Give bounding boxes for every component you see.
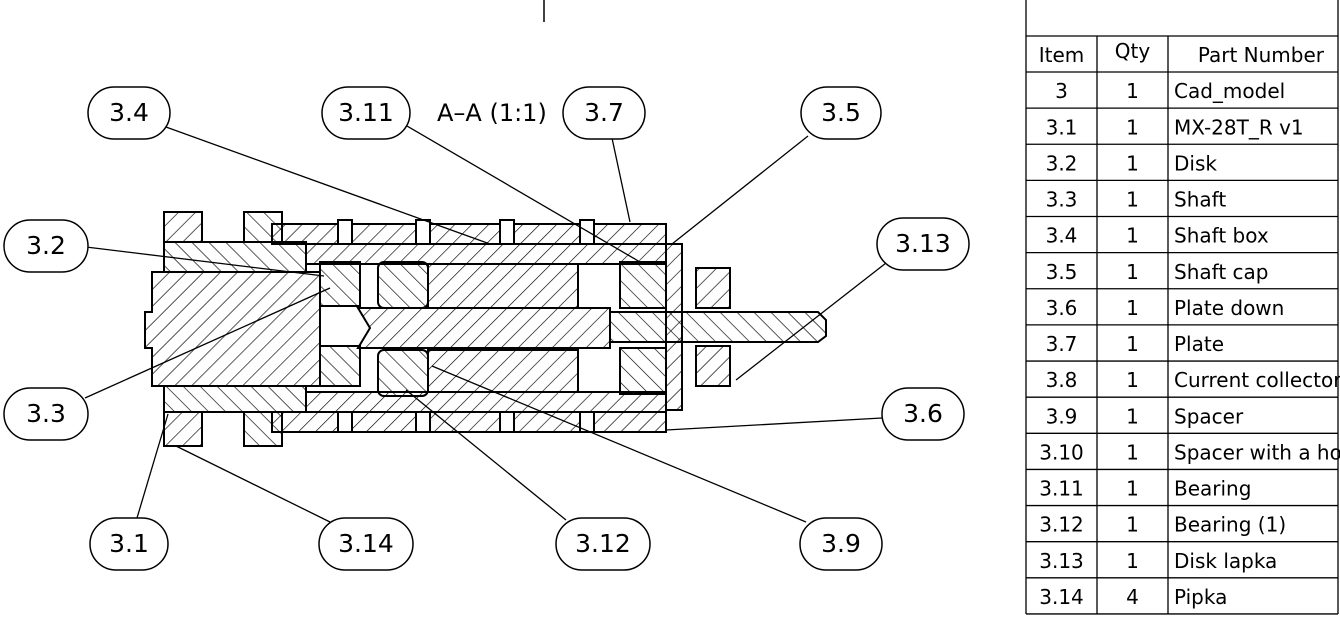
screw-slot [415, 411, 431, 433]
bom-cell-item: 3.3 [1046, 188, 1078, 212]
view-title: A–A (1:1) [437, 99, 547, 127]
bom-cell-qty: 1 [1126, 513, 1139, 537]
bearing-311-bottom [619, 347, 667, 395]
shaft [356, 307, 611, 349]
bom-cell-qty: 1 [1126, 296, 1139, 320]
bom-cell-item: 3.7 [1046, 332, 1078, 356]
balloon-3-11: 3.11 [338, 98, 394, 127]
bom-cell-item: 3.2 [1046, 151, 1078, 175]
bom-cell-item: 3.4 [1046, 224, 1078, 248]
bom-cell-item: 3.1 [1046, 115, 1078, 139]
screw-slot [579, 411, 595, 433]
balloon-3-2: 3.2 [26, 231, 66, 260]
balloon-3-4: 3.4 [109, 98, 149, 127]
balloon-3-1: 3.1 [109, 529, 149, 558]
bom-cell-item: 3 [1055, 79, 1068, 103]
shaft-box-bottom [305, 391, 667, 413]
disk-lapka-top [695, 267, 731, 309]
leader-lines [84, 125, 887, 523]
bom-cell-qty: 1 [1126, 332, 1139, 356]
bom-cell-qty: 1 [1126, 368, 1139, 392]
bom-cell-part-number: Spacer [1174, 404, 1244, 428]
bom-cell-qty: 1 [1126, 115, 1139, 139]
balloon-3-6: 3.6 [903, 399, 943, 428]
screw-slot [337, 219, 353, 245]
shaft-cap [665, 243, 683, 411]
section-view [144, 211, 827, 447]
bom-cell-part-number: Shaft box [1174, 224, 1269, 248]
bom-cell-part-number: Plate [1174, 332, 1224, 356]
motor-flange-top [163, 241, 307, 273]
shaft-extension [609, 311, 827, 343]
bom-cell-qty: 1 [1126, 440, 1139, 464]
balloon-3-5: 3.5 [821, 98, 861, 127]
bom-header-item: Item [1039, 43, 1085, 67]
bom-cell-part-number: Cad_model [1174, 79, 1285, 103]
bom-cell-item: 3.6 [1046, 296, 1078, 320]
bom-cell-part-number: Pipka [1174, 585, 1227, 609]
bom-cell-qty: 1 [1126, 477, 1139, 501]
bearing-bottom [377, 349, 429, 397]
bom-cell-part-number: Current collector [1174, 368, 1340, 392]
balloon-3-14: 3.14 [338, 529, 394, 558]
balloon-3-9: 3.9 [821, 529, 861, 558]
plate-bottom [271, 411, 667, 433]
bottom-clamp-left [163, 411, 203, 447]
bom-cell-qty: 1 [1126, 188, 1139, 212]
bom-cell-item: 3.5 [1046, 260, 1078, 284]
screw-slot [415, 219, 431, 245]
bom-cell-item: 3.12 [1039, 513, 1084, 537]
bom-cell-part-number: Disk lapka [1174, 549, 1277, 573]
bom-cell-item: 3.14 [1039, 585, 1084, 609]
motor-flange-bottom [163, 385, 307, 413]
bom-cell-item: 3.9 [1046, 404, 1078, 428]
balloons: 3.4 3.11 3.7 3.5 3.2 3.13 3.3 3.6 3.1 3.… [3, 86, 970, 571]
bom-header-qty: Qty [1115, 39, 1151, 63]
balloon-3-12: 3.12 [575, 529, 631, 558]
bom-cell-part-number: Bearing (1) [1174, 513, 1286, 537]
screw-slot [579, 219, 595, 245]
bom-cell-qty: 1 [1126, 151, 1139, 175]
screw-slot [499, 219, 515, 245]
bom-cell-item: 3.8 [1046, 368, 1078, 392]
plate-top [271, 223, 667, 245]
bearing-311-top [619, 261, 667, 309]
balloon-3-7: 3.7 [584, 98, 624, 127]
disk-bottom [319, 345, 361, 387]
bom-cell-item: 3.13 [1039, 549, 1084, 573]
bom-cell-qty: 1 [1126, 404, 1139, 428]
bom-cell-part-number: Plate down [1174, 296, 1284, 320]
bom-cell-item: 3.10 [1039, 440, 1084, 464]
bom-cell-item: 3.11 [1039, 477, 1084, 501]
bom-cell-part-number: Bearing [1174, 477, 1251, 501]
bom-cell-qty: 1 [1126, 549, 1139, 573]
screw-slot [499, 411, 515, 433]
disk-top [319, 261, 361, 307]
balloon-3-3: 3.3 [26, 399, 66, 428]
bom-cell-part-number: Shaft cap [1174, 260, 1268, 284]
bom-cell-part-number: Disk [1174, 151, 1217, 175]
disk-lapka-bottom [695, 345, 731, 387]
spacer-top [427, 263, 579, 309]
top-clamp-left [163, 211, 203, 243]
bom-cell-qty: 1 [1126, 79, 1139, 103]
bom-header-part-number: Part Number [1198, 43, 1325, 67]
bottom-clamp-right [243, 411, 283, 447]
spacer-bottom [427, 349, 579, 393]
bom-cell-qty: 4 [1126, 585, 1139, 609]
motor-body [144, 271, 321, 387]
bom-cell-qty: 1 [1126, 224, 1139, 248]
bearing-top [377, 261, 429, 309]
bom-cell-qty: 1 [1126, 260, 1139, 284]
bom-cell-part-number: Shaft [1174, 188, 1226, 212]
bom-cell-part-number: MX-28T_R v1 [1174, 115, 1304, 139]
screw-slot [337, 411, 353, 433]
bom-cell-part-number: Spacer with a hole [1174, 440, 1340, 464]
balloon-3-13: 3.13 [895, 229, 951, 258]
